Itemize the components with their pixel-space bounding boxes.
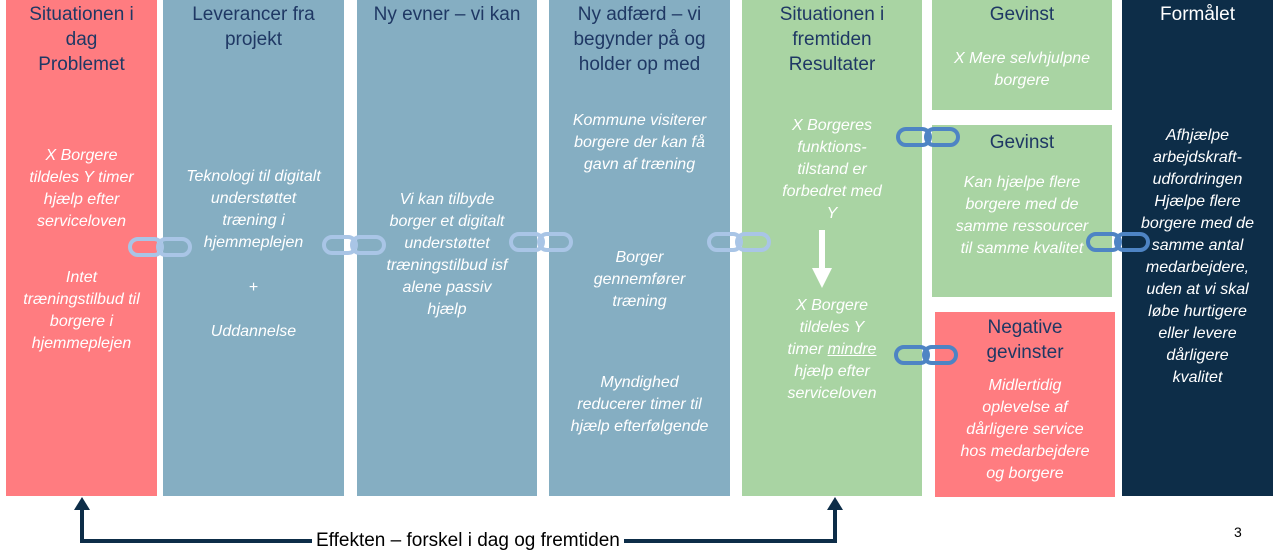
problem-title: Situationen i dag Problemet	[29, 4, 134, 75]
deliveries-text-education: Uddannelse	[210, 323, 297, 340]
future-text-function: X Borgeres funktions- tilstand er forbed…	[782, 117, 882, 222]
chain-link-icon	[1086, 232, 1150, 252]
problem-text-no-training: Intet træningstilbud til borgere i hjemm…	[23, 269, 140, 352]
down-arrow-icon	[812, 230, 832, 288]
gain-1-text: X Mere selvhjulpne borgere	[953, 50, 1091, 89]
chain-link-icon	[128, 237, 192, 257]
purpose-title: Formålet	[1160, 4, 1235, 25]
behavior-text-training: Borger gennemfører træning	[593, 249, 686, 310]
deliveries-column: Leverancer fra projekt Teknologi til dig…	[163, 0, 344, 496]
future-title: Situationen i fremtiden Resultater	[779, 4, 885, 75]
negative-gain-text: Midlertidig oplevelse af dårligere servi…	[960, 377, 1090, 482]
deliveries-title: Leverancer fra projekt	[192, 4, 315, 50]
page-number: 3	[1234, 524, 1242, 540]
chain-link-icon	[322, 235, 386, 255]
capabilities-text: Vi kan tilbyde borger et digitalt unders…	[386, 191, 508, 318]
problem-text-current-hours: X Borgere tildeles Y timer hjælp efter s…	[29, 147, 134, 230]
effect-arrow	[74, 497, 843, 543]
gain-box-1: Gevinst X Mere selvhjulpne borgere	[932, 0, 1112, 110]
capabilities-title: Ny evner – vi kan	[373, 4, 521, 25]
behavior-column: Ny adfærd – vi begynder på og holder op …	[549, 0, 730, 496]
gain-2-title: Gevinst	[989, 132, 1055, 153]
negative-gain-title: Negative gevinster	[986, 317, 1064, 363]
chain-link-icon	[707, 232, 771, 252]
chain-link-icon	[509, 232, 573, 252]
future-text-fewer-hours: X Borgere tildeles Y timer mindre hjælp …	[787, 297, 877, 402]
effect-label: Effekten – forskel i dag og fremtiden	[312, 529, 624, 553]
behavior-text-reduce-hours: Myndighed reducerer timer til hjælp efte…	[570, 374, 709, 435]
underlined-word: mindre	[827, 341, 877, 358]
deliveries-text-technology: Teknologi til digitalt understøttet træn…	[186, 168, 321, 251]
behavior-text-visitation: Kommune visiterer borgere der kan få gav…	[572, 112, 707, 173]
chain-link-icon	[896, 127, 960, 147]
gain-box-2: Gevinst Kan hjælpe flere borgere med de …	[932, 125, 1112, 297]
negative-gain-box: Negative gevinster Midlertidig oplevelse…	[935, 312, 1115, 497]
behavior-title: Ny adfærd – vi begynder på og holder op …	[573, 4, 706, 75]
purpose-text: Afhjælpe arbejdskraft- udfordringen Hjæl…	[1141, 127, 1254, 386]
deliveries-plus: +	[248, 279, 259, 296]
gain-1-title: Gevinst	[989, 4, 1055, 25]
capabilities-column: Ny evner – vi kan Vi kan tilbyde borger …	[357, 0, 537, 496]
gain-2-text: Kan hjælpe flere borgere med de samme re…	[955, 174, 1089, 257]
chain-link-icon	[894, 345, 958, 365]
future-column: Situationen i fremtiden Resultater X Bor…	[742, 0, 922, 496]
